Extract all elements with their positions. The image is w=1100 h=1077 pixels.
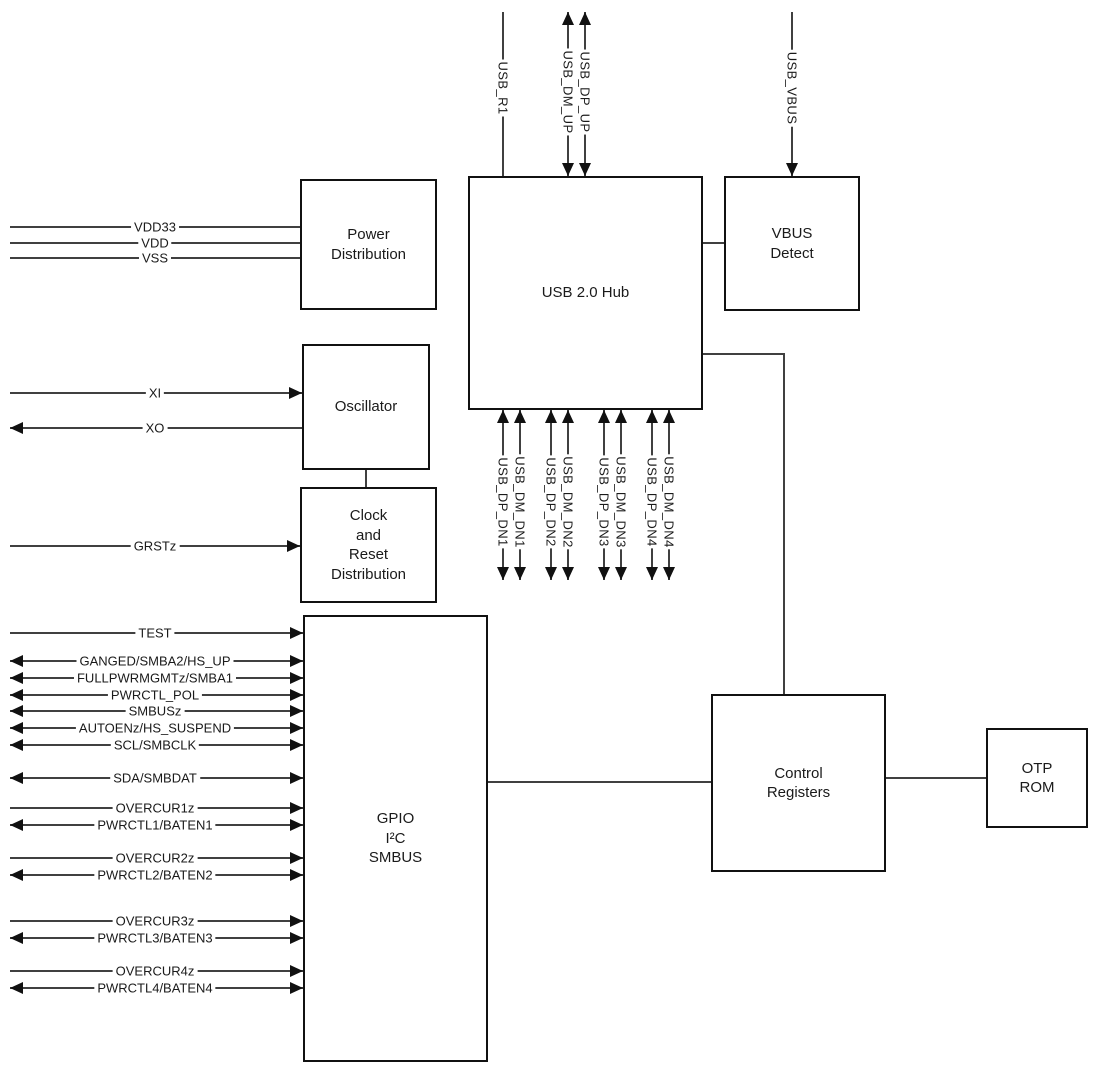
signal-label-scl-smbclk: SCL/SMBCLK [110,737,200,753]
signal-label-smbusz: SMBUSz [125,703,185,719]
signal-label-pwrctl4: PWRCTL4/BATEN4 [94,980,216,996]
arrow-up-icon [497,410,509,423]
block-oscillator: Oscillator [302,344,430,470]
arrow-left-icon [10,772,23,784]
arrow-down-icon [497,567,509,580]
signal-label-ganged: GANGED/SMBA2/HS_UP [76,653,234,669]
arrow-down-icon [562,163,574,176]
signal-label-usb-dp-up: USB_DP_UP [577,49,593,135]
arrow-right-icon [290,869,303,881]
arrow-right-icon [287,540,300,552]
block-vbus-detect: VBUS Detect [724,176,860,311]
signal-label-usb-dm-up: USB_DM_UP [560,48,576,136]
arrow-right-icon [290,672,303,684]
arrow-left-icon [10,819,23,831]
signal-label-test: TEST [135,625,175,641]
signal-label-pwrctl-pol: PWRCTL_POL [107,687,203,703]
arrow-right-icon [290,932,303,944]
signal-label-pwrctl3: PWRCTL3/BATEN3 [94,930,216,946]
signal-label-overcur2z: OVERCUR2z [112,850,198,866]
arrow-left-icon [10,932,23,944]
arrow-down-icon [646,567,658,580]
arrow-up-icon [598,410,610,423]
arrow-up-icon [646,410,658,423]
block-clock-reset-distribution: Clock and Reset Distribution [300,487,437,603]
arrow-left-icon [10,689,23,701]
signal-label-sda-smbdat: SDA/SMBDAT [110,770,200,786]
signal-label-vdd: VDD [138,235,172,251]
signal-label-autoenz: AUTOENz/HS_SUSPEND [75,720,235,736]
arrow-left-icon [10,672,23,684]
signal-label-usb-dp-dn4: USB_DP_DN4 [644,455,660,549]
wire-hub-to-control-v [783,354,785,694]
arrow-up-icon [615,410,627,423]
signal-label-usb-vbus: USB_VBUS [784,49,800,127]
signal-label-usb-dm-dn4: USB_DM_DN4 [661,454,677,550]
signal-label-overcur4z: OVERCUR4z [112,963,198,979]
arrow-right-icon [290,739,303,751]
block-power-distribution: Power Distribution [300,179,437,310]
arrow-right-icon [290,982,303,994]
arrow-right-icon [290,689,303,701]
arrow-down-icon [562,567,574,580]
wire-control-to-otp [884,777,988,779]
signal-label-pwrctl2: PWRCTL2/BATEN2 [94,867,216,883]
arrow-left-icon [10,739,23,751]
wire-hub-to-control-h [701,353,785,355]
arrow-right-icon [290,802,303,814]
arrow-right-icon [289,387,302,399]
wire-gpio-to-control [486,781,713,783]
block-control-registers: Control Registers [711,694,886,872]
signal-label-usb-r1: USB_R1 [495,59,511,117]
arrow-left-icon [10,422,23,434]
signal-label-fullpwrmgmtz: FULLPWRMGMTz/SMBA1 [73,670,237,686]
arrow-right-icon [290,655,303,667]
arrow-down-icon [663,567,675,580]
block-gpio-i2c-smbus: GPIO I²C SMBUS [303,615,488,1062]
arrow-down-icon [615,567,627,580]
arrow-right-icon [290,915,303,927]
signal-label-pwrctl1: PWRCTL1/BATEN1 [94,817,216,833]
signal-label-usb-dp-dn1: USB_DP_DN1 [495,455,511,549]
signal-label-usb-dp-dn3: USB_DP_DN3 [596,455,612,549]
signal-label-xo: XO [142,420,168,436]
arrow-up-icon [663,410,675,423]
signal-label-overcur1z: OVERCUR1z [112,800,198,816]
signal-label-usb-dm-dn1: USB_DM_DN1 [512,454,528,550]
signal-label-xi: XI [145,385,165,401]
block-otp-rom: OTP ROM [986,728,1088,828]
arrow-left-icon [10,722,23,734]
arrow-left-icon [10,869,23,881]
arrow-right-icon [290,772,303,784]
wire-hub-to-vbus [701,242,726,244]
arrow-up-icon [562,12,574,25]
wire-oscillator-to-clock [365,468,367,489]
arrow-right-icon [290,819,303,831]
arrow-up-icon [562,410,574,423]
arrow-down-icon [786,163,798,176]
signal-label-vdd33: VDD33 [131,219,179,235]
arrow-right-icon [290,705,303,717]
arrow-down-icon [598,567,610,580]
block-usb-hub: USB 2.0 Hub [468,176,703,410]
signal-label-usb-dm-dn2: USB_DM_DN2 [560,454,576,550]
arrow-right-icon [290,852,303,864]
arrow-down-icon [545,567,557,580]
arrow-up-icon [545,410,557,423]
signal-label-grstz: GRSTz [130,538,180,554]
arrow-right-icon [290,627,303,639]
arrow-up-icon [579,12,591,25]
arrow-up-icon [514,410,526,423]
arrow-left-icon [10,655,23,667]
arrow-right-icon [290,722,303,734]
signal-label-usb-dp-dn2: USB_DP_DN2 [543,455,559,549]
arrow-left-icon [10,705,23,717]
signal-label-overcur3z: OVERCUR3z [112,913,198,929]
arrow-left-icon [10,982,23,994]
arrow-down-icon [514,567,526,580]
arrow-right-icon [290,965,303,977]
signal-label-vss: VSS [138,250,172,266]
signal-label-usb-dm-dn3: USB_DM_DN3 [613,454,629,550]
arrow-down-icon [579,163,591,176]
